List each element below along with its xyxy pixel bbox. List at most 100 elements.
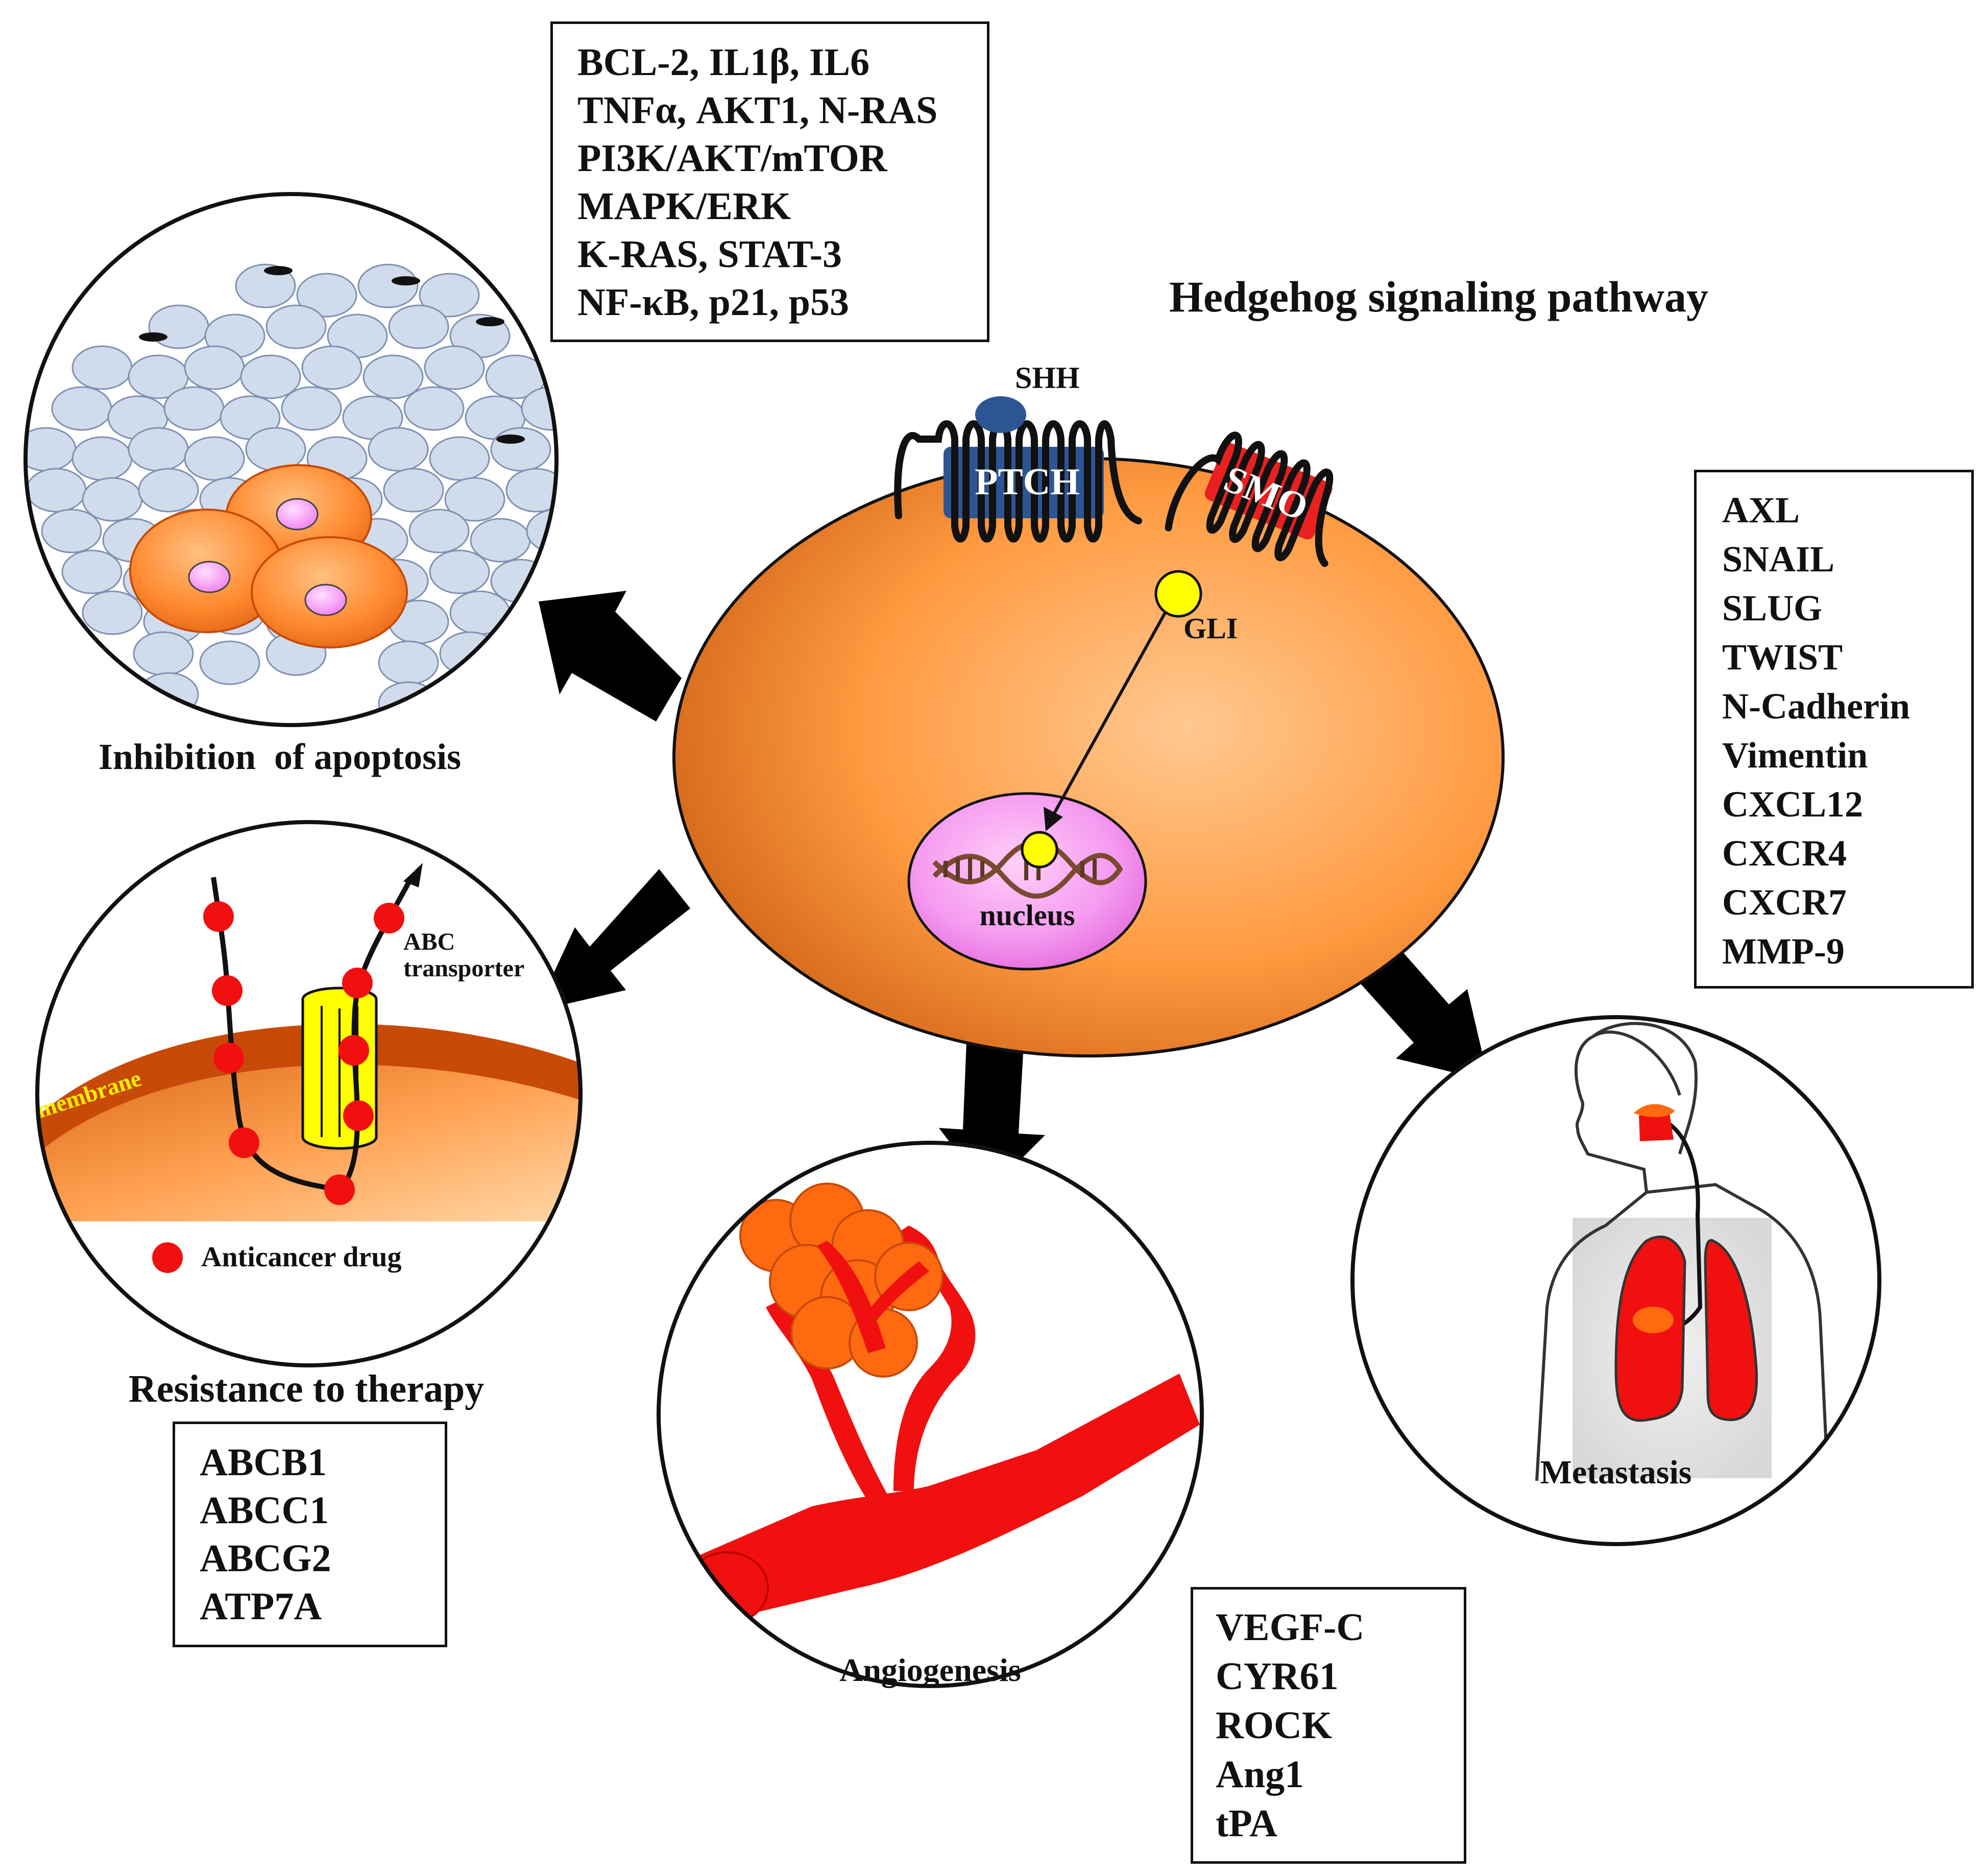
red-blood-cell (128, 427, 189, 472)
red-blood-cell (419, 273, 480, 318)
gene-line: ABCG2 (200, 1537, 331, 1580)
nucleus-label: nucleus (980, 899, 1075, 932)
red-blood-cell (505, 468, 557, 513)
gene-line: SNAIL (1722, 539, 1835, 580)
red-blood-cell (429, 436, 490, 481)
panel-angiogenesis (657, 1141, 1204, 1688)
lung-metastasis (1633, 1307, 1674, 1333)
gene-line: ABCB1 (200, 1441, 327, 1484)
apoptotic-body (264, 266, 293, 275)
gli-in-nucleus (1021, 831, 1058, 869)
red-blood-cell (357, 263, 419, 308)
red-blood-cell (424, 345, 485, 390)
gene-line: NF-κB, p21, p53 (577, 281, 850, 324)
red-blood-cell (460, 722, 521, 725)
red-blood-cell (71, 436, 133, 481)
gene-line: Ang1 (1216, 1753, 1304, 1796)
ptch-receptor: PTCH (894, 420, 1142, 543)
red-blood-cell (301, 345, 362, 390)
red-blood-cell (471, 764, 530, 807)
red-blood-cell (61, 549, 123, 594)
gene-line: ROCK (1216, 1704, 1332, 1747)
red-blood-cell (536, 549, 557, 594)
abc-transporter (301, 987, 378, 1150)
gene-line: tPA (1216, 1802, 1277, 1845)
gene-line: MMP-9 (1722, 931, 1845, 972)
gene-box-resistance: ABCB1 ABCC1 ABCG2 ATP7A (173, 1422, 447, 1647)
red-blood-cell (439, 672, 500, 717)
gene-line: CXCR4 (1722, 833, 1847, 874)
red-blood-cell (184, 436, 245, 481)
gene-box-apoptosis: BCL-2, IL1β, IL6 TNFα, AKT1, N-RAS PI3K/… (550, 21, 989, 342)
red-blood-cell (500, 681, 557, 725)
apoptotic-body (392, 276, 420, 285)
red-blood-cell (26, 468, 87, 513)
ptch-label: PTCH (975, 461, 1080, 503)
cell-body (672, 457, 1505, 1057)
red-blood-cell (82, 590, 143, 635)
gene-line: CXCR7 (1722, 882, 1847, 923)
blood-vessel (694, 1374, 1200, 1619)
abc-transporter-label-1: ABC (403, 928, 455, 955)
red-blood-cell (51, 386, 112, 431)
label-angiogenesis: Angiogenesis (839, 1652, 1021, 1688)
red-blood-cell (362, 354, 424, 399)
red-blood-cell (388, 304, 449, 349)
gli-label: GLI (1183, 612, 1238, 645)
drug-molecules (203, 901, 404, 1205)
red-blood-cell (408, 509, 470, 554)
arrow-to-apoptosis (539, 591, 682, 721)
red-blood-cell (495, 640, 557, 685)
red-blood-cell (71, 345, 133, 390)
red-blood-cell (133, 631, 194, 676)
red-blood-cell (281, 386, 342, 431)
red-blood-cell (444, 477, 505, 522)
red-blood-cell (138, 468, 199, 513)
red-blood-cell (490, 427, 551, 472)
arrow-to-metastasis (1352, 939, 1489, 1081)
nucleus (907, 792, 1147, 971)
panel-resistance: membrane ABC transporter (33, 820, 583, 1367)
gli-protein (1154, 570, 1202, 618)
right-lung (1704, 1239, 1758, 1422)
gene-line: CYR61 (1216, 1655, 1339, 1698)
red-blood-cell (41, 509, 102, 554)
body-outline (1535, 1030, 1829, 1481)
gene-line: TWIST (1722, 637, 1843, 678)
gene-line: VEGF-C (1216, 1606, 1365, 1649)
drug-legend-label: Anticancer drug (201, 1241, 402, 1273)
apoptotic-body (496, 435, 525, 444)
gene-line: PI3K/AKT/mTOR (577, 137, 887, 180)
gene-line: N-Cadherin (1722, 686, 1911, 727)
gene-line: ATP7A (200, 1585, 322, 1628)
panel-metastasis (1350, 1015, 1881, 1546)
red-blood-cell (378, 640, 439, 685)
hedgehog-cell: PTCH SHH SMO GLI (672, 361, 1505, 1057)
red-blood-cell (163, 386, 225, 431)
gene-line: MAPK/ERK (577, 185, 791, 228)
red-blood-cell (383, 468, 444, 513)
red-blood-cell (449, 590, 511, 635)
gene-line: AXL (1722, 490, 1800, 531)
arrow-to-resistance (536, 869, 690, 1011)
apoptotic-body (139, 332, 167, 342)
red-blood-cell (516, 713, 557, 725)
panel-apoptosis (23, 192, 581, 807)
head (1592, 1022, 1698, 1155)
label-apoptosis: Inhibition of apoptosis (99, 736, 461, 777)
shh-label: SHH (1015, 361, 1080, 395)
apoptotic-body (476, 317, 504, 326)
red-blood-cell (235, 263, 296, 308)
gene-line: CXCL12 (1722, 784, 1864, 825)
red-blood-cell (199, 640, 260, 685)
red-blood-cell (522, 755, 581, 798)
gene-line: ABCC1 (200, 1489, 329, 1532)
red-blood-cell (296, 273, 357, 318)
label-metastasis: Metastasis (1540, 1454, 1692, 1491)
shh-ligand (975, 396, 1026, 433)
gene-line: Vimentin (1722, 735, 1868, 776)
red-blood-cell (429, 549, 490, 594)
label-resistance: Resistance to therapy (129, 1367, 485, 1410)
